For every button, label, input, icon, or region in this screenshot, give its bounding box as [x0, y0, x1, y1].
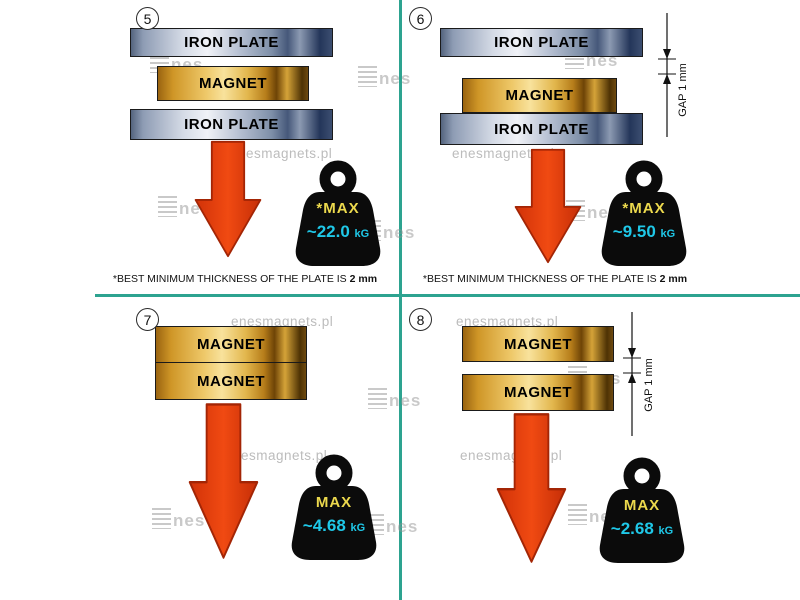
watermark-text: enesmagnets.pl — [456, 314, 559, 329]
watermark-text: enesmagnets.pl — [230, 146, 333, 161]
weight-unit: kG — [658, 525, 674, 537]
gap-dimension-icon — [623, 312, 641, 436]
iron-plate-bar-q5-bottom: IRON PLATE — [130, 109, 333, 140]
enes-watermark-logo: nes — [358, 66, 411, 87]
weight-number: ~9.50 — [612, 222, 656, 241]
weight-value: ~2.68 kG — [590, 519, 694, 539]
weight-kettlebell-q8: MAX ~2.68 kG — [590, 455, 694, 567]
iron-plate-bar-q6-bottom: IRON PLATE — [440, 113, 643, 145]
enes-logo-text: nes — [389, 391, 422, 410]
horizontal-divider — [95, 294, 800, 297]
magnet-bar-q6: MAGNET — [462, 78, 617, 113]
weight-kettlebell-q7: MAX ~4.68 kG — [282, 452, 386, 564]
weight-value: ~22.0 kG — [286, 222, 390, 242]
magnet-bar-q7-bottom: MAGNET — [155, 362, 307, 400]
weight-number: ~2.68 — [610, 519, 654, 538]
footnote-text: *BEST MINIMUM THICKNESS OF THE PLATE IS — [112, 273, 347, 285]
down-arrow-icon — [496, 413, 567, 563]
kettlebell-icon — [601, 160, 687, 266]
quadrant-5-number: 5 — [136, 7, 159, 30]
iron-plate-bar-q5-top: IRON PLATE — [130, 28, 333, 57]
footnote-bold: 2 mm — [349, 273, 378, 285]
max-label: MAX — [315, 494, 353, 511]
weight-kettlebell-q5: *MAX ~22.0 kG — [286, 158, 390, 270]
kettlebell-icon — [599, 457, 685, 563]
enes-logo-stripes-icon — [368, 388, 387, 409]
watermark-text: enesmagnets.pl — [231, 314, 334, 329]
magnet-bar-q8-top: MAGNET — [462, 326, 614, 362]
weight-unit: kG — [354, 228, 370, 240]
watermark-text: enesmagnets.pl — [452, 146, 555, 161]
gap-label-q8: GAP 1 mm — [643, 358, 655, 412]
max-label: *MAX — [622, 200, 666, 217]
footnote-bold: 2 mm — [659, 273, 688, 285]
enes-logo-stripes-icon — [152, 508, 171, 529]
enes-logo-text: nes — [386, 517, 419, 536]
weight-unit: kG — [350, 522, 366, 534]
quadrant-6-number: 6 — [409, 7, 432, 30]
weight-kettlebell-q6: *MAX ~9.50 kG — [592, 158, 696, 270]
magnet-bar-q7-top: MAGNET — [155, 326, 307, 363]
kettlebell-icon — [295, 160, 381, 266]
weight-value: ~9.50 kG — [592, 222, 696, 242]
max-label: MAX — [623, 497, 661, 514]
quadrant-7-number: 7 — [136, 308, 159, 331]
enes-logo-stripes-icon — [158, 196, 177, 217]
kettlebell-icon — [291, 454, 377, 560]
weight-number: ~22.0 — [306, 222, 350, 241]
weight-number: ~4.68 — [302, 516, 346, 535]
enes-logo-stripes-icon — [568, 504, 587, 525]
enes-logo-stripes-icon — [358, 66, 377, 87]
weight-unit: kG — [660, 228, 676, 240]
watermark-text: enesmagnets.pl — [225, 448, 328, 463]
max-label: *MAX — [316, 200, 360, 217]
enes-logo-text: nes — [383, 223, 416, 242]
gap-label-q6: GAP 1 mm — [677, 63, 689, 117]
enes-watermark-logo: nes — [152, 508, 205, 529]
weight-value: ~4.68 kG — [282, 516, 386, 536]
enes-watermark-logo: nes — [368, 388, 421, 409]
magnet-bar-q8-bottom: MAGNET — [462, 374, 614, 411]
down-arrow-icon — [188, 403, 259, 559]
quadrant-8-number: 8 — [409, 308, 432, 331]
gap-dimension-icon — [658, 13, 676, 137]
vertical-divider — [399, 0, 402, 600]
enes-logo-text: nes — [173, 511, 206, 530]
enes-logo-text: nes — [379, 69, 412, 88]
footnote-text: *BEST MINIMUM THICKNESS OF THE PLATE IS — [422, 273, 657, 285]
iron-plate-bar-q6-top: IRON PLATE — [440, 28, 643, 57]
down-arrow-icon — [514, 148, 582, 264]
magnet-bar-q5: MAGNET — [157, 66, 309, 101]
down-arrow-icon — [194, 140, 262, 258]
